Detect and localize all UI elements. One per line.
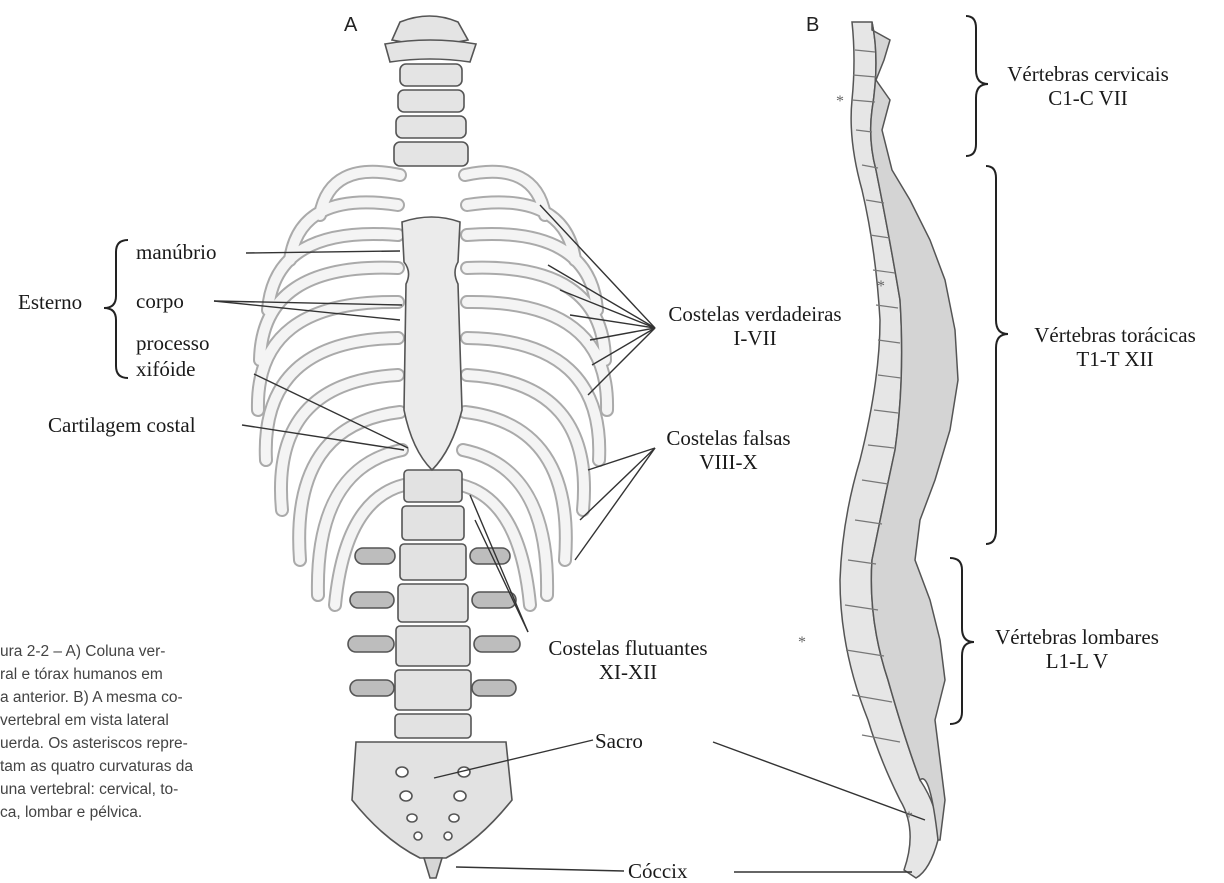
costelas-flutuantes-name: Costelas flutuantes <box>528 636 728 660</box>
vertebras-lombares-range: L1-L V <box>972 649 1182 673</box>
caption-line-5: uerda. Os asteriscos repre- <box>0 732 320 755</box>
caption-line-3: a anterior. B) A mesma co- <box>0 686 320 709</box>
spine-anterior-lower <box>395 470 471 738</box>
caption-line-2: ral e tórax humanos em <box>0 663 320 686</box>
caption-line-4: vertebral em vista lateral <box>0 709 320 732</box>
asterisk-thoracic: * <box>877 275 885 299</box>
costelas-verdadeiras-range: I-VII <box>650 326 860 350</box>
costelas-flutuantes-range: XI-XII <box>528 660 728 684</box>
vertebras-toracicas-name: Vértebras torácicas <box>1010 323 1220 347</box>
label-manubrio: manúbrio <box>136 240 216 264</box>
spine-lateral-view <box>840 22 958 878</box>
panel-label-b: B <box>806 14 819 37</box>
cervical-spine-anterior <box>385 16 476 166</box>
caption-line-8: ca, lombar e pélvica. <box>0 801 320 824</box>
coccyx-anterior <box>424 858 442 878</box>
caption-line-1: ura 2-2 – A) Coluna ver- <box>0 640 320 663</box>
label-sacro: Sacro <box>595 729 643 753</box>
ribs-right-inner <box>461 172 607 605</box>
sternum-shape <box>402 217 462 470</box>
label-processo: processo <box>136 331 209 355</box>
costelas-falsas-name: Costelas falsas <box>651 426 806 450</box>
label-corpo: corpo <box>136 289 184 313</box>
label-costelas-verdadeiras: Costelas verdadeiras I-VII <box>650 302 860 350</box>
ribs-left-inner <box>258 172 404 605</box>
label-coccix: Cóccix <box>628 859 687 883</box>
label-esterno: Esterno <box>18 290 82 314</box>
label-vertebras-cervicais: Vértebras cervicais C1-C VII <box>988 62 1188 110</box>
label-cartilagem-costal: Cartilagem costal <box>48 413 196 437</box>
costelas-verdadeiras-name: Costelas verdadeiras <box>650 302 860 326</box>
label-vertebras-lombares: Vértebras lombares L1-L V <box>972 625 1182 673</box>
asterisk-pelvic: * <box>905 806 913 830</box>
sacrum-shape <box>352 742 512 858</box>
label-costelas-falsas: Costelas falsas VIII-X <box>651 426 806 474</box>
costelas-falsas-range: VIII-X <box>651 450 806 474</box>
asterisk-cervical: * <box>836 90 844 114</box>
asterisk-lumbar: * <box>798 631 806 655</box>
vertebras-lombares-name: Vértebras lombares <box>972 625 1182 649</box>
label-xifoide: xifóide <box>136 357 195 381</box>
caption-line-7: una vertebral: cervical, to- <box>0 778 320 801</box>
panel-label-a: A <box>344 14 357 37</box>
figure-caption: ura 2-2 – A) Coluna ver- ral e tórax hum… <box>0 640 320 824</box>
vertebras-cervicais-range: C1-C VII <box>988 86 1188 110</box>
vertebras-cervicais-name: Vértebras cervicais <box>988 62 1188 86</box>
label-costelas-flutuantes: Costelas flutuantes XI-XII <box>528 636 728 684</box>
vertebras-toracicas-range: T1-T XII <box>1010 347 1220 371</box>
caption-line-6: tam as quatro curvaturas da <box>0 755 320 778</box>
label-vertebras-toracicas: Vértebras torácicas T1-T XII <box>1010 323 1220 371</box>
